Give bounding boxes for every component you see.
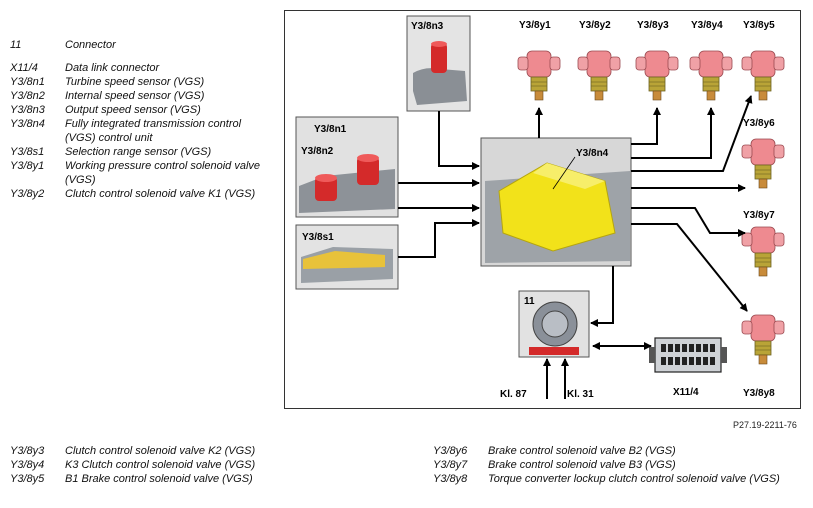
s1-label: Y3/8s1 [302, 232, 334, 243]
x114-label: X11/4 [673, 387, 699, 398]
figure-reference: P27.19-2211-76 [733, 420, 797, 430]
solenoid-valve-y1 [517, 50, 561, 101]
selection-range-sensor-photo: Y3/8s1 [295, 224, 399, 290]
y1-label: Y3/8y1 [519, 20, 551, 31]
n4-label: Y3/8n4 [576, 148, 609, 159]
control-unit-photo: Y3/8n4 [480, 137, 632, 267]
y6-label: Y3/8y6 [743, 118, 775, 129]
data-link-connector-drawing: X11/4 [649, 337, 727, 398]
output-speed-sensor-photo: Y3/8n3 [406, 15, 471, 112]
kl31-label: Kl. 31 [567, 389, 594, 400]
solenoid-valve-y4 [689, 50, 733, 101]
turbine-internal-speed-sensors-photo: Y3/8n1 Y3/8n2 [295, 116, 399, 218]
n2-label: Y3/8n2 [301, 146, 334, 157]
solenoid-valve-y8 [741, 314, 785, 365]
y4-label: Y3/8y4 [691, 20, 723, 31]
n3-label: Y3/8n3 [411, 21, 444, 32]
kl87-label: Kl. 87 [500, 389, 527, 400]
wiring-diagram: Y3/8n3 Y3/8n1 Y3/8n2 Y3/8s1 Y3/8n4 [284, 10, 801, 409]
connector-11-photo: 11 [518, 290, 590, 358]
y2-label: Y3/8y2 [579, 20, 611, 31]
y7-label: Y3/8y7 [743, 210, 775, 221]
signal-lines [398, 95, 753, 399]
y3-label: Y3/8y3 [637, 20, 669, 31]
solenoid-valve-y3 [635, 50, 679, 101]
y5-label: Y3/8y5 [743, 20, 775, 31]
solenoid-valve-y2 [577, 50, 621, 101]
connector-label: 11 [524, 296, 535, 307]
n1-label: Y3/8n1 [314, 124, 347, 135]
solenoid-valve-y5 [741, 50, 785, 101]
y8-label: Y3/8y8 [743, 388, 775, 399]
solenoid-valve-y7 [741, 226, 785, 277]
solenoid-valve-y6 [741, 138, 785, 189]
